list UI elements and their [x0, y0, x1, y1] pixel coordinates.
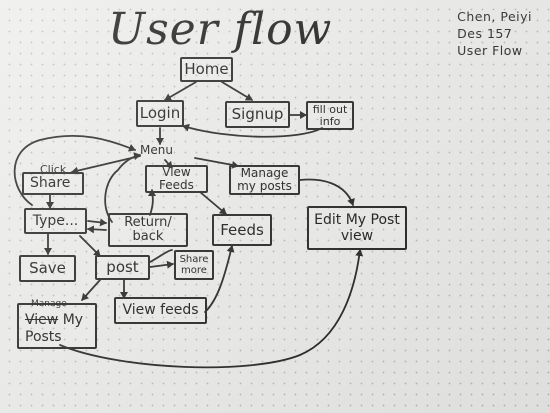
node-login: Login — [136, 100, 184, 127]
edge-menu-share — [71, 155, 141, 175]
edge-manage-edit — [299, 178, 355, 206]
edge-myposts-edit — [59, 249, 364, 369]
subtitle: User Flow — [457, 43, 523, 58]
edge-view-up — [148, 189, 157, 216]
edge-menu-manage — [194, 157, 239, 169]
node-return-back: Return/ back — [108, 213, 188, 247]
node-save: Save — [19, 255, 76, 282]
node-view-feeds-top: View Feeds — [145, 165, 208, 193]
edge-type-post — [79, 235, 101, 257]
my-word: My — [62, 312, 84, 328]
edge-home-signup — [221, 81, 253, 101]
node-manage-my-posts: Manage my posts — [229, 165, 300, 195]
node-edit-my-post-view: Edit My Post view — [307, 206, 407, 250]
edge-home-login — [164, 81, 197, 101]
edge-loop-left — [13, 134, 136, 206]
node-menu: Menu — [140, 143, 173, 157]
edge-return-menu — [104, 152, 141, 223]
node-view-feeds-bottom: View feeds — [114, 297, 207, 324]
node-signup: Signup — [225, 101, 290, 128]
edge-post-myposts — [81, 279, 101, 301]
edge-type-return — [87, 218, 107, 227]
edge-sharemore-post — [149, 249, 173, 263]
node-home: Home — [180, 57, 233, 82]
author-name: Chen, Peiyi — [457, 9, 532, 24]
node-my-posts: Manage View My Posts — [17, 299, 97, 349]
edge-return-type — [87, 225, 107, 234]
node-fill-out-info: fill out info — [306, 101, 354, 130]
author-block: Chen, Peiyi Des 157 User Flow — [457, 8, 532, 59]
node-share: Share — [22, 172, 84, 195]
edge-viewfeeds-feeds2 — [204, 245, 235, 313]
diagram-title: User flow — [108, 4, 333, 55]
node-share-more: Share more — [174, 250, 214, 280]
my-posts-line2: Posts — [25, 329, 62, 345]
edge-post-sharemore — [149, 260, 174, 269]
node-post: post — [95, 255, 150, 280]
note-manage: Manage — [31, 299, 67, 309]
course-code: Des 157 — [457, 26, 513, 41]
view-crossed-out: View — [25, 312, 59, 328]
edge-viewfeeds-feeds — [199, 191, 227, 215]
node-feeds: Feeds — [212, 214, 272, 246]
edge-fillout-login — [182, 123, 323, 138]
my-posts-line1: View My — [25, 313, 83, 328]
node-type: Type... — [24, 208, 87, 234]
